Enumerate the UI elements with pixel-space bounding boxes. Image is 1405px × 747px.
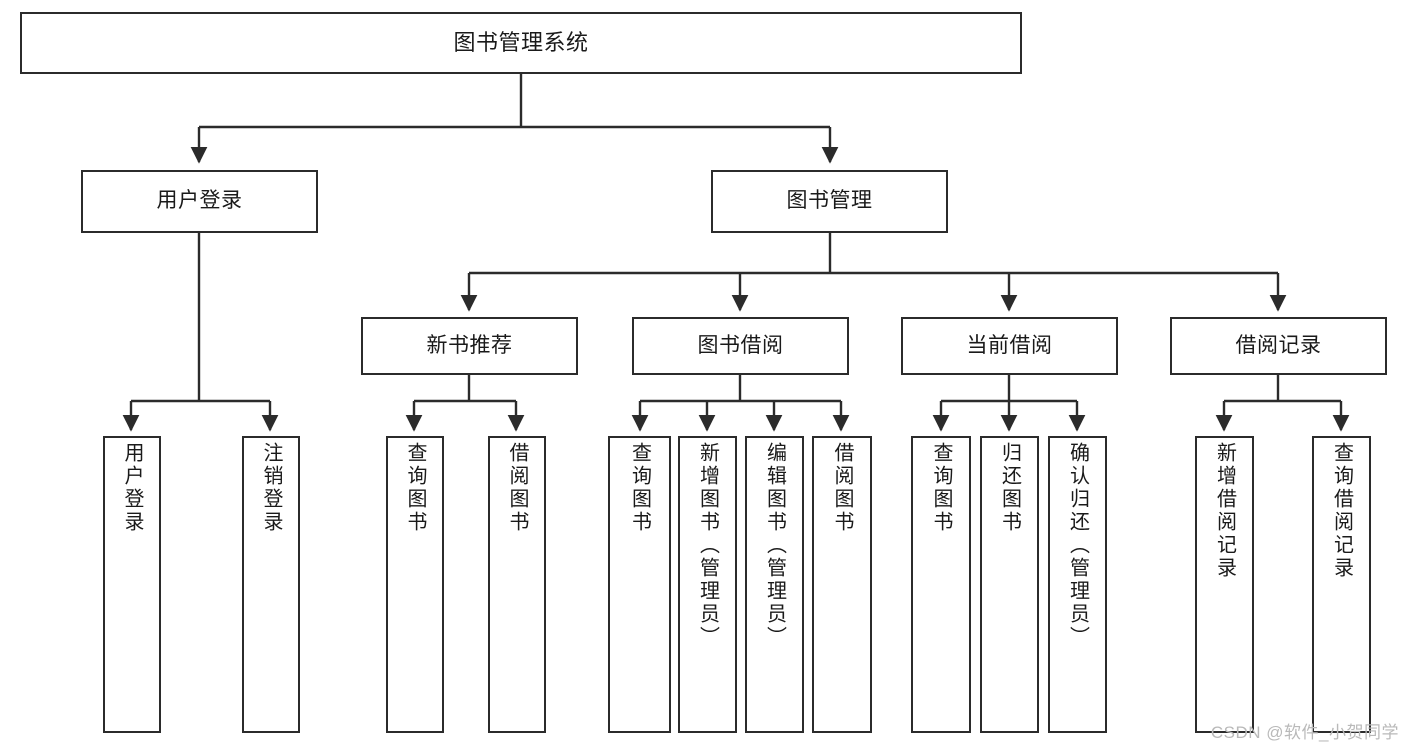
node-book-management-label: 图书管理	[786, 189, 873, 213]
node-book-borrow[interactable]: 图书借阅	[632, 317, 849, 375]
node-current-borrow-label: 当前借阅	[966, 333, 1053, 357]
leaf-query-borrow-record[interactable]: 查询借阅记录	[1312, 436, 1371, 733]
node-borrow-record-label: 借阅记录	[1235, 333, 1322, 357]
leaf-user-login[interactable]: 用户登录	[103, 436, 161, 733]
node-book-management[interactable]: 图书管理	[711, 170, 948, 233]
leaf-borrow-book-new[interactable]: 借阅图书	[488, 436, 546, 733]
leaf-return-book[interactable]: 归还图书	[980, 436, 1039, 733]
leaf-add-book-label: 新增图书（管理员）	[696, 442, 719, 649]
node-user-login[interactable]: 用户登录	[81, 170, 318, 233]
node-root-label: 图书管理系统	[453, 30, 589, 56]
leaf-add-book[interactable]: 新增图书（管理员）	[678, 436, 737, 733]
leaf-logout-label: 注销登录	[260, 442, 282, 534]
leaf-query-borrow-record-label: 查询借阅记录	[1330, 442, 1353, 580]
leaf-query-book-current-label: 查询图书	[930, 442, 952, 534]
node-book-borrow-label: 图书借阅	[697, 333, 784, 357]
leaf-borrow-book-borrow[interactable]: 借阅图书	[812, 436, 872, 733]
leaf-borrow-book-new-label: 借阅图书	[506, 442, 528, 534]
leaf-query-book-borrow-label: 查询图书	[628, 442, 651, 534]
leaf-confirm-return[interactable]: 确认归还（管理员）	[1048, 436, 1107, 733]
csdn-watermark: CSDN @软件_小贺同学	[1210, 723, 1399, 742]
node-new-book-recommend[interactable]: 新书推荐	[361, 317, 578, 375]
leaf-user-login-label: 用户登录	[121, 442, 143, 534]
leaf-add-borrow-record-label: 新增借阅记录	[1213, 442, 1236, 580]
leaf-query-book-new-label: 查询图书	[404, 442, 426, 534]
leaf-logout[interactable]: 注销登录	[242, 436, 300, 733]
node-root[interactable]: 图书管理系统	[20, 12, 1022, 74]
node-borrow-record[interactable]: 借阅记录	[1170, 317, 1387, 375]
leaf-borrow-book-borrow-label: 借阅图书	[831, 442, 853, 534]
leaf-query-book-current[interactable]: 查询图书	[911, 436, 971, 733]
node-current-borrow[interactable]: 当前借阅	[901, 317, 1118, 375]
leaf-query-book-new[interactable]: 查询图书	[386, 436, 444, 733]
leaf-return-book-label: 归还图书	[998, 442, 1021, 534]
leaf-edit-book[interactable]: 编辑图书（管理员）	[745, 436, 804, 733]
leaf-add-borrow-record[interactable]: 新增借阅记录	[1195, 436, 1254, 733]
node-new-book-recommend-label: 新书推荐	[426, 333, 513, 357]
leaf-confirm-return-label: 确认归还（管理员）	[1066, 442, 1089, 649]
leaf-edit-book-label: 编辑图书（管理员）	[763, 442, 786, 649]
node-user-login-label: 用户登录	[156, 189, 243, 213]
leaf-query-book-borrow[interactable]: 查询图书	[608, 436, 671, 733]
